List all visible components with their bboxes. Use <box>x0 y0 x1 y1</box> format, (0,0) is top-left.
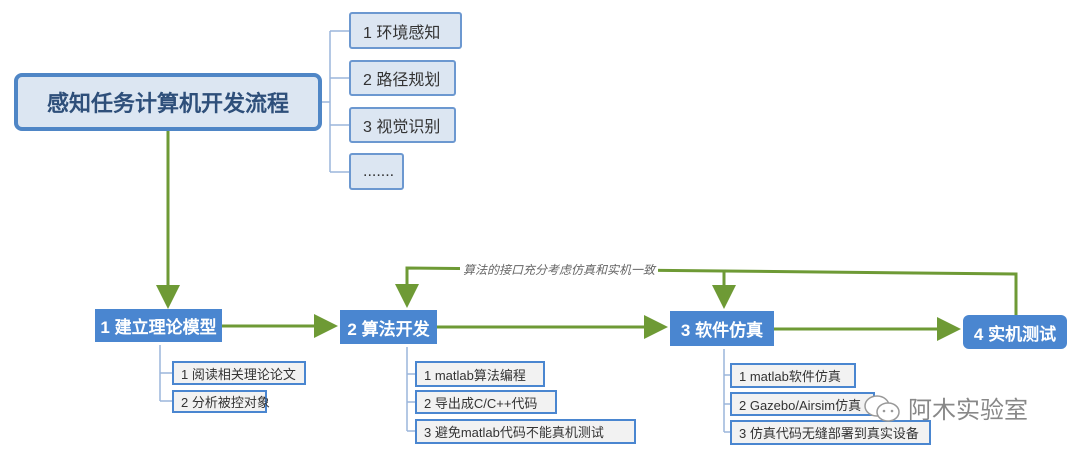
stage-real-test[interactable]: 4 实机测试 <box>963 315 1067 349</box>
wechat-icon <box>864 394 900 422</box>
subtask-item[interactable]: 1 阅读相关理论论文 <box>172 361 306 385</box>
subtask-item[interactable]: 2 导出成C/C++代码 <box>415 390 557 414</box>
subtask-item[interactable]: 2 Gazebo/Airsim仿真 <box>730 392 875 416</box>
stage-algorithm-dev[interactable]: 2 算法开发 <box>340 310 437 344</box>
stage-software-sim[interactable]: 3 软件仿真 <box>670 311 774 346</box>
subtask-item[interactable]: 1 matlab算法编程 <box>415 361 545 387</box>
task-item[interactable]: 2 路径规划 <box>349 60 456 96</box>
feedback-note: 算法的接口充分考虑仿真和实机一致 <box>460 261 659 278</box>
root-topic[interactable]: 感知任务计算机开发流程 <box>14 73 322 131</box>
subtask-item[interactable]: 2 分析被控对象 <box>172 390 270 413</box>
watermark: 阿木实验室 <box>862 390 1028 425</box>
stage-theory-model[interactable]: 1 建立理论模型 <box>95 309 222 342</box>
task-item[interactable]: 1 环境感知 <box>349 12 462 49</box>
watermark-text: 阿木实验室 <box>908 397 1028 424</box>
subtask-item[interactable]: 3 避免matlab代码不能真机测试 <box>415 419 636 444</box>
task-item[interactable]: 3 视觉识别 <box>349 107 456 143</box>
task-item-more[interactable]: ....... <box>349 153 404 190</box>
subtask-item[interactable]: 3 仿真代码无缝部署到真实设备 <box>730 420 931 445</box>
subtask-item[interactable]: 1 matlab软件仿真 <box>730 363 856 388</box>
